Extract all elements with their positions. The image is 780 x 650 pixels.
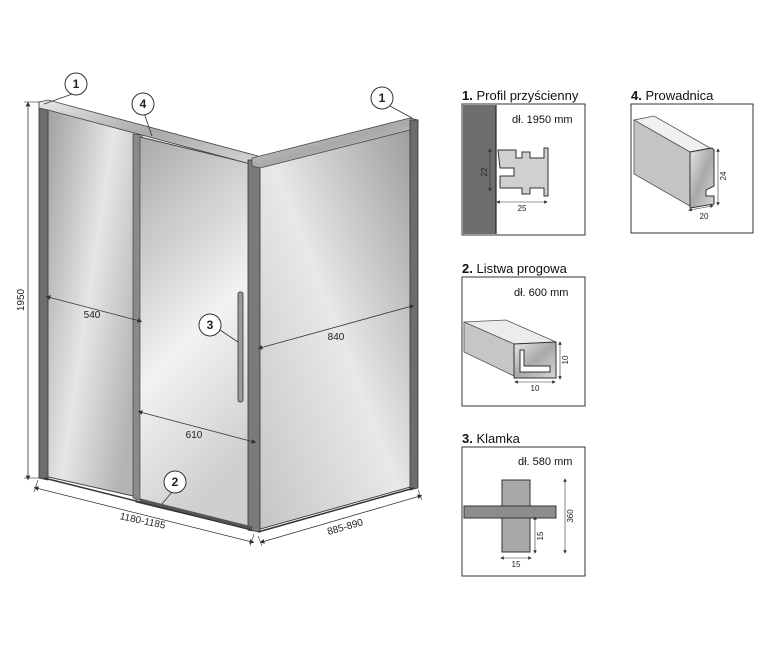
guide-dim-h: 24 bbox=[719, 171, 728, 180]
side-glass-panel bbox=[256, 121, 415, 531]
detail-title-profile: 1. Profil przyścienny bbox=[462, 88, 578, 103]
svg-text:1: 1 bbox=[73, 77, 80, 91]
handle-dim-total: 360 bbox=[566, 509, 575, 523]
fixed-panel-dimension-label: 540 bbox=[84, 310, 101, 321]
door-opening-dimension-label: 610 bbox=[186, 430, 203, 441]
corner-post bbox=[247, 159, 261, 533]
detail-handle: 360 15 15 bbox=[461, 446, 586, 577]
svg-text:2: 2 bbox=[172, 475, 179, 489]
detail-profile: 22 25 bbox=[461, 103, 586, 236]
detail-title-guide: 4. Prowadnica bbox=[631, 88, 713, 103]
detail-title-threshold: 2. Listwa progowa bbox=[462, 261, 567, 276]
callouts: 1 4 1 3 2 bbox=[43, 72, 413, 505]
detail-threshold: 10 10 bbox=[461, 276, 586, 407]
height-dimension-label: 1950 bbox=[16, 288, 27, 311]
length-label-threshold: dł. 600 mm bbox=[514, 287, 569, 299]
fixed-panel-edge-profile bbox=[132, 133, 141, 501]
side-width-dimension-label: 885-890 bbox=[326, 517, 365, 538]
guide-rail-end bbox=[689, 147, 715, 209]
detail-title-text: Klamka bbox=[476, 431, 520, 446]
svg-text:4: 4 bbox=[140, 97, 147, 111]
svg-text:3: 3 bbox=[207, 318, 214, 332]
fixed-glass-panel bbox=[43, 107, 143, 499]
glass-section bbox=[463, 505, 557, 519]
profile-dim-w: 25 bbox=[518, 204, 527, 213]
threshold-profile-end bbox=[513, 341, 557, 379]
callout-1-right bbox=[370, 86, 394, 110]
handle-dim-small-h: 15 bbox=[512, 560, 521, 569]
detail-number: 2. bbox=[462, 261, 473, 276]
detail-number: 4. bbox=[631, 88, 642, 103]
sliding-door-glass bbox=[135, 135, 253, 531]
detail-guide: 24 20 bbox=[630, 103, 754, 234]
svg-text:1: 1 bbox=[379, 91, 386, 105]
callout-2 bbox=[163, 470, 187, 494]
handle-dim-small-v: 15 bbox=[536, 531, 545, 540]
threshold-dim-h: 10 bbox=[561, 355, 570, 364]
wall-profile-left bbox=[38, 101, 49, 481]
detail-title-text: Listwa progowa bbox=[476, 261, 567, 276]
detail-number: 1. bbox=[462, 88, 473, 103]
guide-dim-w: 20 bbox=[700, 212, 709, 221]
detail-number: 3. bbox=[462, 431, 473, 446]
threshold-dim-w: 10 bbox=[531, 384, 540, 393]
profile-dim-h: 22 bbox=[480, 167, 489, 176]
length-label-handle: dł. 580 mm bbox=[518, 456, 573, 468]
callout-3 bbox=[198, 313, 222, 337]
detail-title-handle: 3. Klamka bbox=[462, 431, 520, 446]
door-handle bbox=[237, 291, 244, 403]
callout-4 bbox=[131, 92, 155, 116]
wall-profile-section bbox=[497, 147, 549, 197]
length-label-profile: dł. 1950 mm bbox=[512, 114, 573, 126]
callout-1-left bbox=[64, 72, 88, 96]
detail-title-text: Profil przyścienny bbox=[476, 88, 579, 103]
wall-profile-right bbox=[409, 119, 419, 491]
detail-title-text: Prowadnica bbox=[645, 88, 714, 103]
side-panel-dimension-label: 840 bbox=[328, 332, 345, 343]
